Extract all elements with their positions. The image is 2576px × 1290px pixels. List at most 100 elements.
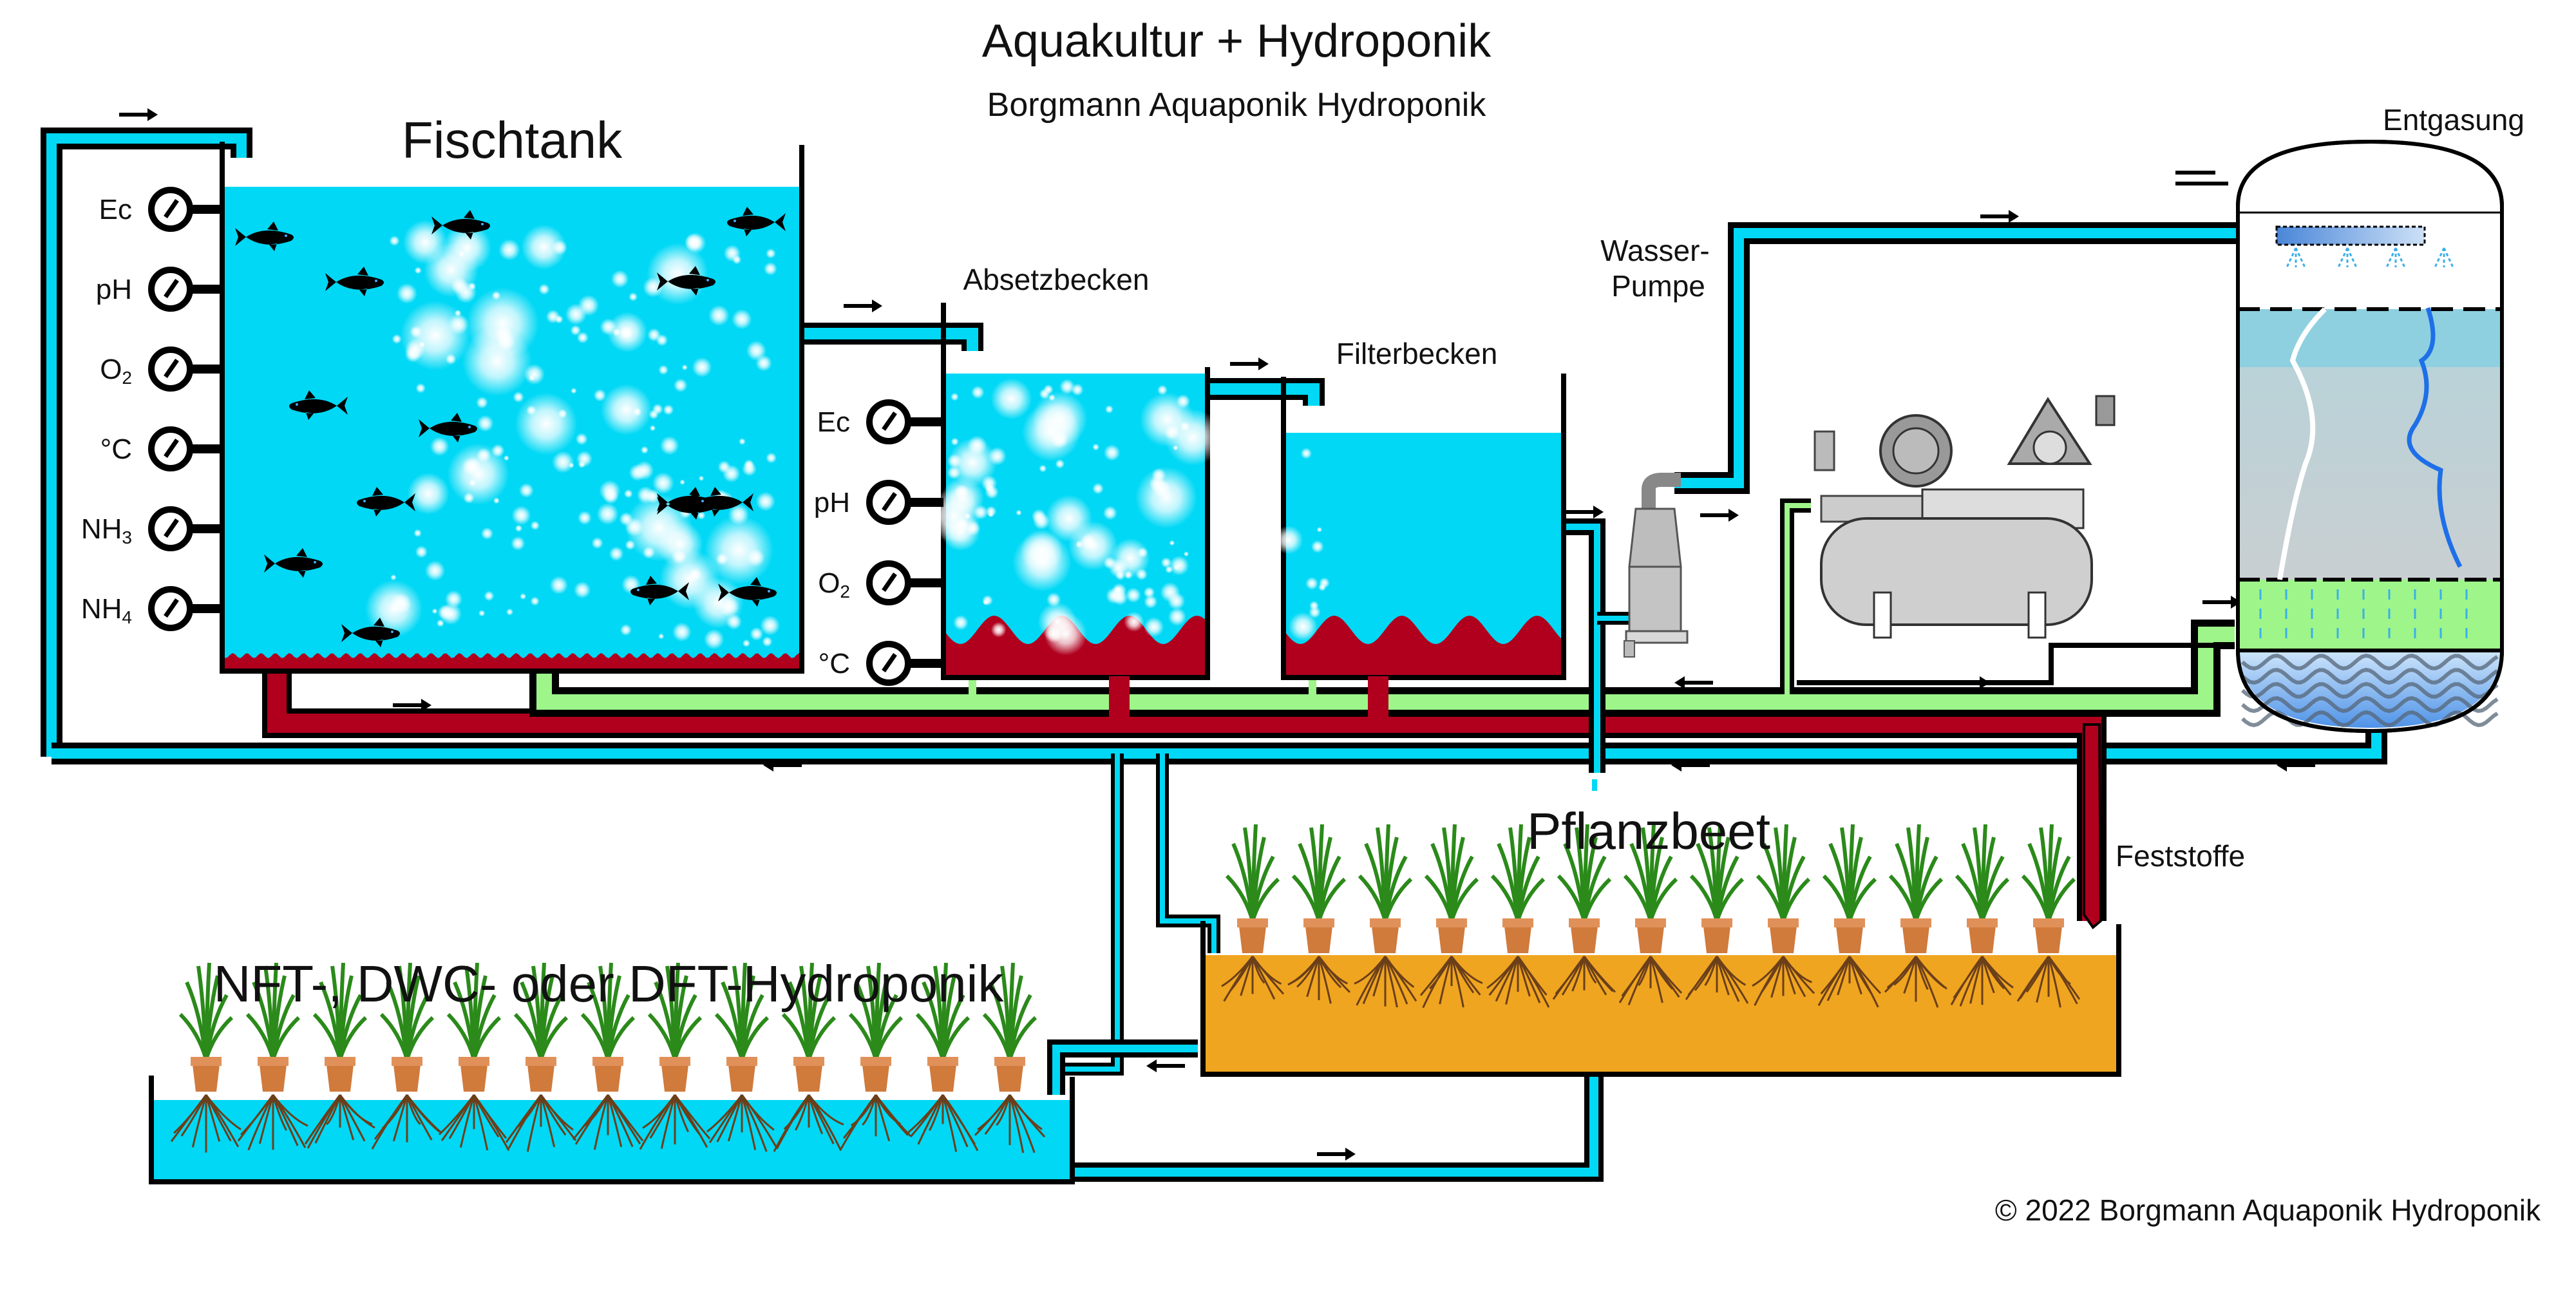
fish-tank-bubbles: [365, 220, 781, 650]
bubble: [477, 415, 494, 432]
bubble: [390, 593, 412, 614]
bubble: [1113, 586, 1121, 593]
bubble: [1144, 616, 1164, 638]
bubble: [498, 239, 520, 261]
gauge-c: °C: [819, 641, 943, 686]
fish-tank-sediment: [222, 653, 802, 671]
plant-icon: [170, 962, 242, 1153]
plant-bed-label: Pflanzbeet: [1527, 802, 1770, 860]
bubble: [698, 475, 705, 481]
bubble: [591, 536, 603, 549]
bubble: [625, 539, 636, 551]
bubble: [424, 560, 446, 581]
bubble: [763, 261, 777, 276]
bubble: [551, 451, 574, 473]
bubble: [573, 581, 591, 599]
bubble: [642, 546, 656, 559]
bubble: [570, 325, 582, 336]
bubble: [640, 446, 649, 454]
bubble: [400, 300, 471, 371]
settling-tank: Absetzbecken: [927, 263, 1222, 721]
bubble: [607, 312, 648, 353]
bubble: [577, 511, 592, 526]
bubble: [1044, 625, 1063, 643]
gauge-label: Ec: [99, 194, 132, 225]
bubble: [692, 357, 712, 377]
bubble: [1183, 551, 1189, 557]
plant-icon: [1552, 824, 1616, 1000]
bubble: [619, 512, 634, 526]
filter-tank-bubbles: [1274, 448, 1330, 641]
flow-arrow-left-icon: [2277, 759, 2315, 772]
plant-icon: [304, 962, 375, 1149]
fish-tank: Fischtank: [220, 111, 804, 674]
flow-arrow-left-icon: [763, 759, 802, 772]
plant-icon: [1685, 824, 1749, 1004]
bubble: [722, 464, 741, 483]
bubble: [1311, 540, 1324, 553]
bubble: [658, 365, 669, 375]
copyright: © 2022 Borgmann Aquaponik Hydroponik: [1995, 1193, 2541, 1227]
plant-icon: [706, 962, 778, 1152]
bubble: [1048, 394, 1056, 401]
bubble: [755, 355, 772, 372]
bubble: [407, 472, 450, 515]
plant-icon: [1287, 824, 1351, 1004]
bubble: [659, 549, 720, 610]
bubble: [697, 511, 706, 520]
plant-icon: [1354, 824, 1417, 1008]
gauge-label: O2: [100, 354, 132, 388]
bubble: [1012, 532, 1072, 592]
bubble: [652, 403, 663, 415]
flow-arrow-right-icon: [1951, 676, 1990, 689]
filter-tank: Filterbecken: [1274, 337, 1566, 721]
bubble: [430, 437, 450, 457]
bubble: [528, 375, 535, 381]
bubble: [1167, 592, 1186, 611]
bubble: [732, 308, 752, 330]
pipe-network: [41, 128, 2387, 1182]
bubble: [636, 486, 655, 504]
bubble: [436, 619, 444, 627]
fish-icon: [235, 222, 294, 251]
bubble: [1039, 388, 1050, 400]
bubble: [620, 623, 632, 636]
bubble: [484, 591, 495, 602]
bubble: [1160, 557, 1172, 568]
bubble: [1305, 576, 1319, 590]
flow-arrow-right-icon: [119, 108, 158, 121]
bubble: [623, 489, 633, 498]
bubble: [442, 223, 492, 272]
bubble: [444, 590, 463, 608]
bubble: [990, 378, 1032, 420]
flow-arrows: [119, 108, 2315, 1161]
bubble: [1139, 392, 1195, 448]
bubble: [520, 593, 527, 600]
flow-arrow-left-icon: [1671, 759, 1710, 772]
bubble: [565, 303, 587, 325]
plant-icon: [1486, 824, 1550, 1008]
fish-tank-label: Fischtank: [402, 111, 623, 169]
bubble: [468, 282, 477, 290]
fish-icon: [325, 267, 384, 296]
fish-icon: [657, 266, 715, 296]
bubble: [515, 524, 523, 533]
bubble: [609, 546, 624, 562]
bubble: [1031, 509, 1046, 524]
bubble: [491, 444, 505, 458]
plant-icon: [2016, 824, 2081, 1008]
bubble: [476, 448, 491, 463]
gauge-ph: pH: [96, 267, 222, 312]
bubble: [990, 621, 1007, 638]
bubble: [575, 433, 588, 446]
bubble: [538, 283, 550, 295]
bubble: [1059, 379, 1075, 395]
solids-label: Feststoffe: [2116, 839, 2245, 873]
bubble: [750, 627, 764, 641]
bubble: [1045, 495, 1093, 542]
bubble: [506, 608, 514, 616]
bubble: [521, 224, 567, 270]
bubble: [1124, 611, 1144, 632]
